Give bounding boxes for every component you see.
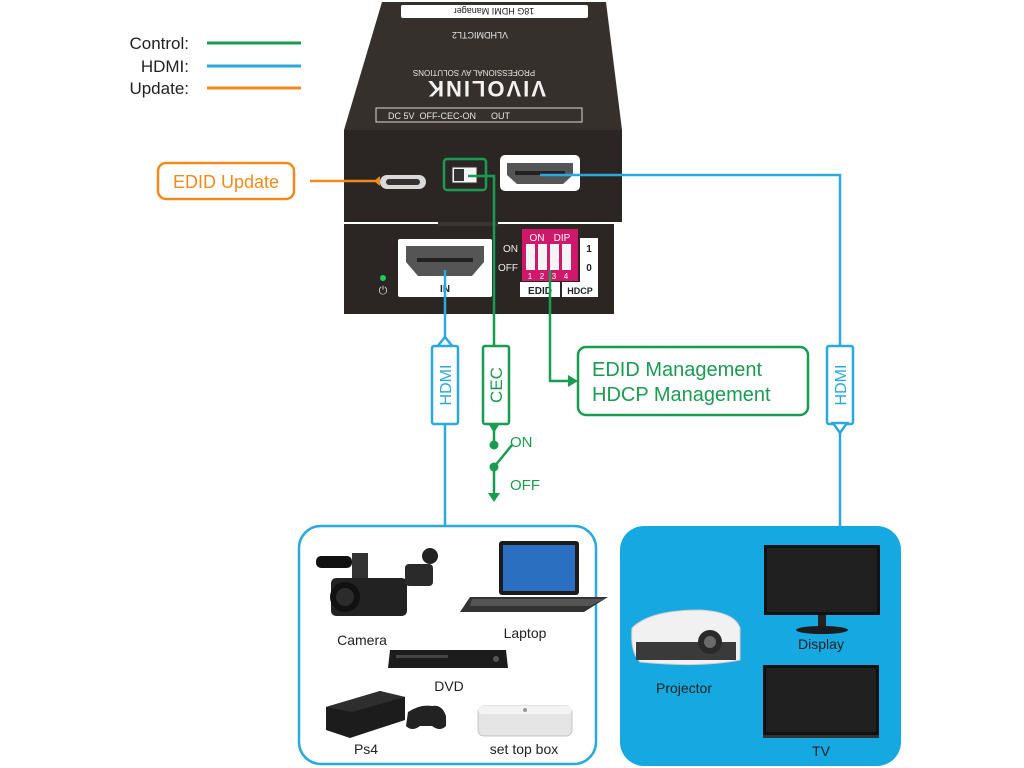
- tv-label: TV: [812, 743, 831, 759]
- port-label-strip: [375, 107, 583, 123]
- dip-management-line: [548, 270, 568, 383]
- hdmi-in-tag-label: HDMI: [438, 365, 455, 406]
- cec-off-arrow: [488, 493, 500, 502]
- usb-c-port-inner: [386, 179, 420, 185]
- camera-icon: [316, 548, 438, 616]
- dip-management-arrow: [568, 375, 578, 387]
- model-label: 18G HDMI Manager: [454, 6, 535, 16]
- dip-value-1: 1: [586, 244, 592, 255]
- dvd-label: DVD: [434, 678, 464, 694]
- dip-switch-4: [562, 244, 571, 270]
- dip-off-label: OFF: [498, 263, 518, 274]
- edid-update-arrow: [374, 176, 380, 186]
- model-label-plate: [401, 5, 588, 18]
- sources-panel: Camera Laptop DVD Ps4 set top: [297, 524, 608, 766]
- edid-update-label: EDID Update: [173, 172, 279, 192]
- projector-label: Projector: [656, 680, 712, 696]
- brand-tagline: PROFESSIONAL AV SOLUTIONS: [413, 68, 535, 77]
- ps4-label: Ps4: [354, 741, 378, 757]
- legend-hdmi-label: HDMI:: [141, 57, 189, 76]
- legend-update-label: Update:: [129, 79, 189, 98]
- edid-update-callout: EDID Update: [156, 161, 310, 201]
- panel-seam: [438, 222, 498, 226]
- cec-switch-highlight: [442, 157, 488, 192]
- projector-icon: [631, 609, 741, 666]
- hdmi-out-tag-label: HDMI: [833, 365, 850, 406]
- dip-value-strip: [580, 238, 598, 282]
- dip-number-2: 2: [540, 272, 545, 281]
- cec-tag: CEC: [481, 344, 511, 433]
- dip-number-1: 1: [528, 272, 533, 281]
- edid-tag-label: EDID: [528, 286, 552, 297]
- set-top-box-label: set top box: [490, 741, 559, 757]
- laptop-label: Laptop: [504, 625, 547, 641]
- cec-tag-arrow: [488, 423, 500, 433]
- displays-panel: Display Projector TV: [620, 526, 901, 766]
- tv-icon: [763, 665, 879, 738]
- legend-control-label: Control:: [129, 34, 189, 53]
- hdmi-out-port-pins: [515, 171, 565, 175]
- power-icon: ⏻: [379, 285, 388, 297]
- cec-tag-label: CEC: [487, 367, 506, 403]
- hdmi-in-tag: HDMI: [430, 334, 460, 426]
- hdmi-in-port-pins: [417, 258, 473, 262]
- laptop-icon: [460, 541, 608, 612]
- cec-on-node: [489, 440, 499, 450]
- dip-switch-2: [538, 244, 547, 270]
- management-box: [576, 345, 810, 417]
- hdcp-tag: [562, 282, 598, 297]
- cec-switch-lever: [493, 444, 513, 468]
- hdcp-tag-label: HDCP: [567, 286, 593, 296]
- cec-off-label: OFF: [510, 477, 540, 494]
- power-led: [380, 275, 386, 281]
- hdmi-out-tag: HDMI: [825, 344, 855, 436]
- model-code: VLHDMICTL2: [452, 30, 508, 40]
- set-top-box-icon: [477, 705, 573, 737]
- dip-switch-3: [550, 244, 559, 270]
- dip-switch-1: [526, 244, 535, 270]
- management-callout: EDID Management HDCP Management: [576, 345, 810, 417]
- cec-on-label: ON: [510, 434, 533, 451]
- dip-value-0: 0: [586, 263, 592, 274]
- display-label: Display: [798, 636, 844, 652]
- brand-logo: VIVOLINK: [426, 76, 546, 101]
- dip-header-dip: DIP: [554, 233, 571, 244]
- camera-label: Camera: [337, 632, 387, 648]
- dip-header-on: ON: [530, 233, 545, 244]
- dip-number-4: 4: [564, 272, 569, 281]
- device-top-face: [344, 2, 622, 130]
- device-top: 18G HDMI Manager VLHDMICTL2 PROFESSIONAL…: [344, 2, 622, 130]
- cec-switch-knob: [454, 169, 464, 181]
- edid-management-label: EDID Management: [592, 359, 763, 381]
- ps4-icon: [326, 691, 446, 738]
- legend: Control: HDMI: Update:: [129, 34, 301, 98]
- top-port-labels: DC 5V OFF-CEC-ON OUT: [388, 111, 511, 121]
- edid-update-box: [156, 161, 296, 201]
- device-front-lower: ⏻ IN ON OFF ON DIP 1 2 3 4 1 0 EDID HDCP: [344, 222, 614, 314]
- dip-on-label: ON: [503, 244, 518, 255]
- cec-off-node: [489, 462, 499, 472]
- display-monitor-icon: [764, 545, 880, 634]
- hdmi-in-tag-box: [430, 344, 460, 426]
- dip-number-3: 3: [552, 272, 557, 281]
- dvd-player-icon: [388, 650, 508, 668]
- hdcp-management-label: HDCP Management: [592, 384, 771, 406]
